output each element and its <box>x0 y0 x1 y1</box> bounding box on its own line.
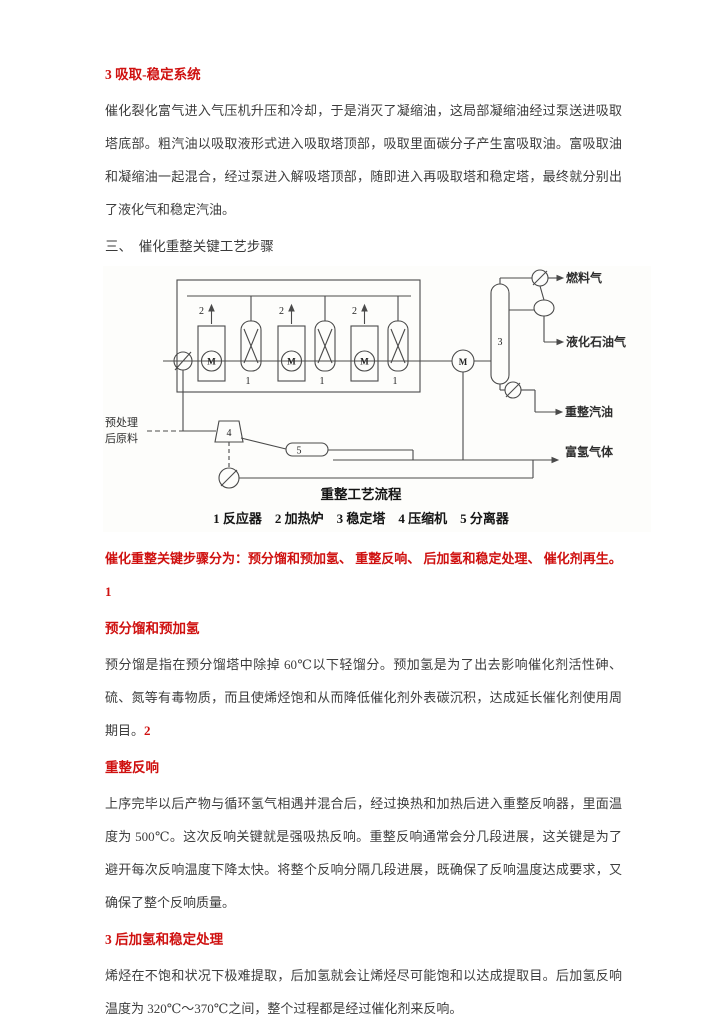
motor-label: M <box>207 357 216 367</box>
heater-unit: M 2 <box>277 303 306 382</box>
compressor-motor-icon: M <box>451 349 475 460</box>
reactor-number-label: 1 <box>393 376 398 387</box>
heading-section-three: 三、 催化重整关键工艺步骤 <box>105 239 274 254</box>
reactor-vessel: 1 <box>387 296 409 387</box>
separator-drum: 5 <box>285 442 329 457</box>
heater-unit: M 2 <box>197 303 226 382</box>
lpg-label: 液化石油气 <box>566 334 626 349</box>
heading-post-hydrogenation: 3 后加氢和稳定处理 <box>105 932 224 947</box>
stabilizer-number-label: 3 <box>498 337 503 348</box>
diagram-caption: 重整工艺流程 <box>321 486 402 502</box>
diagram-legend: 1 反应器 2 加热炉 3 稳定塔 4 压缩机 5 分离器 <box>213 511 510 526</box>
paragraph-absorption-system: 催化裂化富气进入气压机升压和冷却，于是消灭了凝缩油，这局部凝缩油经过泵送进吸取塔… <box>105 103 622 217</box>
motor-label: M <box>287 357 296 367</box>
reactor-vessel: 1 <box>240 296 262 387</box>
paragraph-prefractionation-text: 预分馏是指在预分馏塔中除掉 60℃以下轻馏分。预加氢是为了出去影响催化剂活性砷、… <box>105 657 622 738</box>
heading-absorption-stabilization: 3 吸取-稳定系统 <box>105 67 201 82</box>
heater-number-label: 2 <box>199 306 204 317</box>
process-flow-diagram: M 2 1 M 2 <box>103 266 651 532</box>
feed-label-line2: 后原料 <box>105 431 138 445</box>
heading-reforming-reaction: 重整反响 <box>105 760 159 775</box>
red-footnote-number: 2 <box>144 723 151 738</box>
motor-label: M <box>459 357 468 367</box>
reforming-flow-svg: M 2 1 M 2 <box>105 269 626 526</box>
hydrogen-gas-label: 富氢气体 <box>565 444 614 459</box>
paragraph-reforming-reaction: 上序完毕以后产物与循环氢气相遇并混合后，经过换热和加热后进入重整反响器，里面温度… <box>105 796 622 910</box>
fuel-gas-label: 燃料气 <box>566 270 602 285</box>
compressor-number-label: 4 <box>227 428 232 439</box>
motor-label: M <box>360 357 369 367</box>
bottoms-cooler-icon <box>499 381 564 416</box>
heater-unit: M 2 <box>350 303 379 382</box>
reactor-number-label: 1 <box>320 376 325 387</box>
heater-number-label: 2 <box>279 306 284 317</box>
recycle-exchanger-icon <box>218 442 534 489</box>
heading-prefractionation: 预分馏和预加氢 <box>105 621 200 636</box>
compressor-vessel: 4 <box>214 420 244 443</box>
reflux-drum-icon <box>509 285 565 346</box>
unit-boundary-box <box>176 279 421 393</box>
reactor-number-label: 1 <box>246 376 251 387</box>
stabilizer-column: 3 <box>490 283 510 385</box>
paragraph-key-steps: 催化重整关键步骤分为：预分馏和预加氢、 重整反响、 后加氢和稳定处理、 催化剂再… <box>105 551 622 599</box>
paragraph-post-hydrogenation: 烯烃在不饱和状况下极难提取，后加氢就会让烯烃尽可能饱和以达成提取目。后加氢反响温… <box>105 968 622 1016</box>
feed-label-line1: 预处理 <box>105 416 138 429</box>
overhead-condenser-icon <box>499 269 565 287</box>
separator-number-label: 5 <box>297 446 302 457</box>
reactor-vessel: 1 <box>314 296 336 387</box>
paragraph-prefractionation: 预分馏是指在预分馏塔中除掉 60℃以下轻馏分。预加氢是为了出去影响催化剂活性砷、… <box>105 648 622 747</box>
heater-number-label: 2 <box>352 306 357 317</box>
reformate-label: 重整汽油 <box>565 404 613 419</box>
